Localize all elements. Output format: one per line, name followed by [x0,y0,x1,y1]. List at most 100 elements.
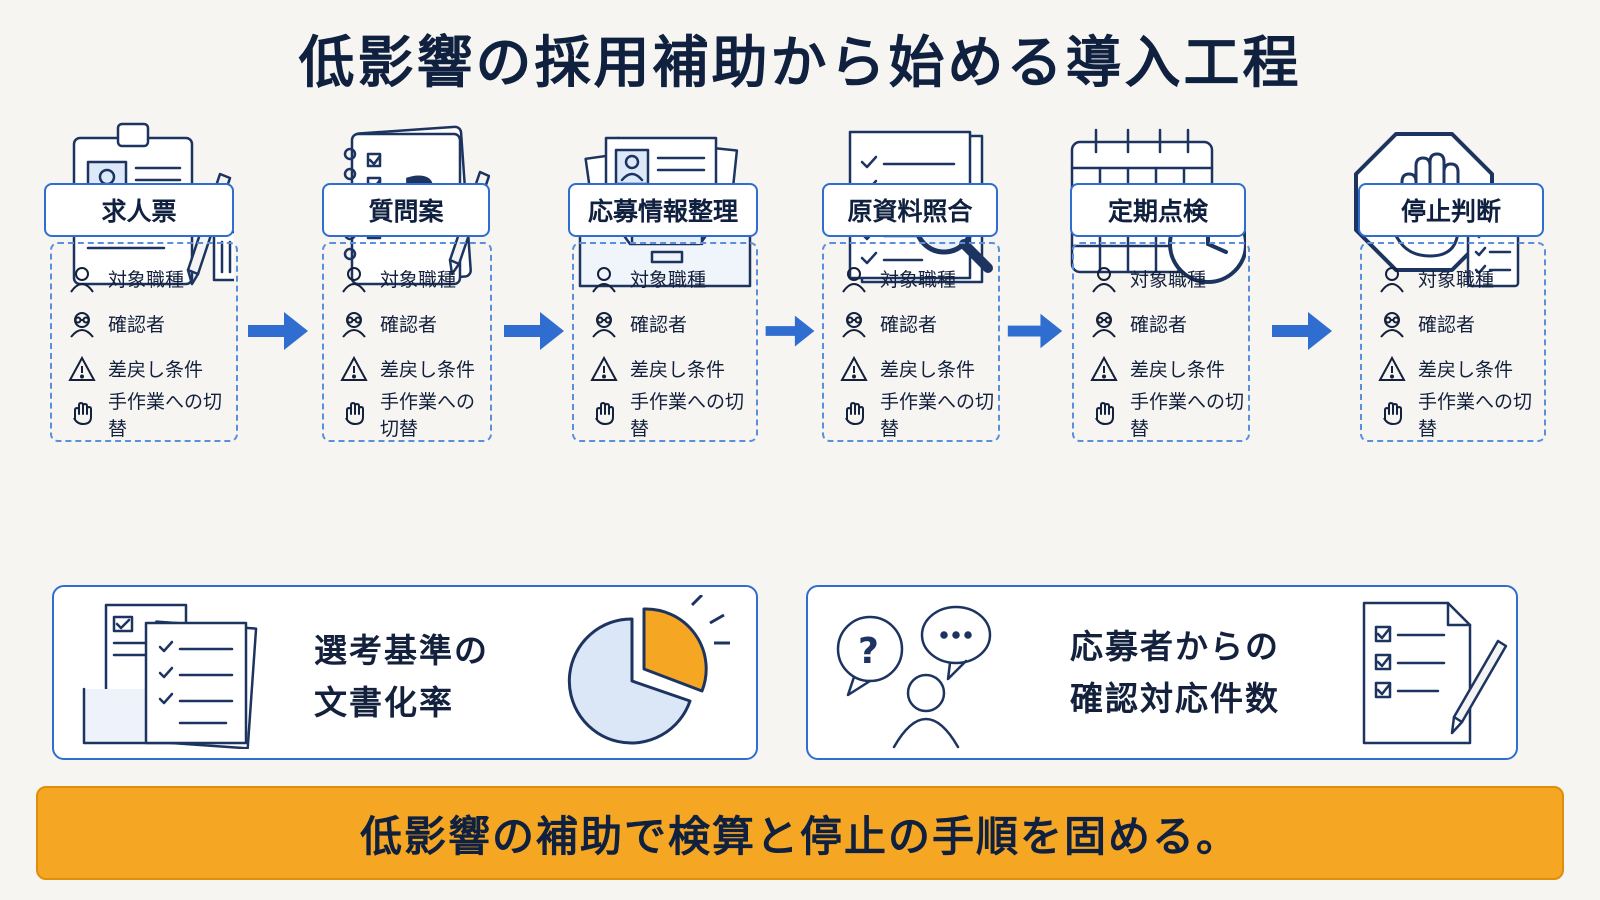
checklist-label: 手作業への切替 [880,390,995,440]
person-icon [1380,266,1404,293]
warning-icon [340,355,368,381]
checklist-3: 対象職種 確認者 差戻し条件 手作業への切替 [572,242,758,442]
checklist-label: 対象職種 [108,269,185,291]
warning-icon [68,355,96,381]
reviewer-icon [1380,311,1404,338]
checklist-item: 対象職種 [1090,256,1248,301]
checklist-label: 確認者 [880,314,938,336]
checklist-item: 対象職種 [68,256,236,301]
hand-icon [1383,401,1402,425]
pie-chart-icon [567,595,730,745]
checklist-item: 対象職種 [1378,256,1544,301]
metric-label-documentation-rate: 選考基準の 文書化率 [314,631,489,722]
step-label-4: 原資料照合 [822,183,998,237]
person-icon [592,266,616,293]
checklist-4: 対象職種 確認者 差戻し条件 手作業への切替 [822,242,1000,442]
checklist-label: 確認者 [1130,314,1188,336]
warning-icon [590,355,618,381]
checklist-item: 手作業への切替 [1378,391,1544,440]
checklist-6: 対象職種 確認者 差戻し条件 手作業への切替 [1360,242,1546,442]
checklist-label: 対象職種 [630,269,707,291]
checklist-item: 確認者 [68,301,236,346]
arrow-right-icon [1007,313,1063,349]
checklist-item: 差戻し条件 [1090,346,1248,391]
checklist-item: 手作業への切替 [590,391,756,440]
checklist-item: 手作業への切替 [340,391,490,440]
checklist-label: 差戻し条件 [880,359,976,381]
reviewer-icon [842,311,866,338]
checklist-item: 確認者 [840,301,998,346]
metric-card-documentation-rate: 選考基準の 文書化率 [52,585,758,760]
person-icon [1092,266,1116,293]
checklist-label: 差戻し条件 [108,359,204,381]
checklist-label: 差戻し条件 [1418,359,1514,381]
checklist-label: 対象職種 [1130,269,1207,291]
checklist-item: 確認者 [340,301,490,346]
hand-icon [845,401,864,425]
hand-icon [73,401,92,425]
checklist-5: 対象職種 確認者 差戻し条件 手作業への切替 [1072,242,1250,442]
checklist-item: 差戻し条件 [340,346,490,391]
checklist-label: 手作業への切替 [630,390,745,440]
reviewer-icon [342,311,366,338]
checklist-label: 確認者 [630,314,688,336]
step-label-6: 停止判断 [1358,183,1544,237]
hand-icon [1095,401,1114,425]
arrow-right-icon [248,312,308,350]
step-label-2: 質問案 [322,183,490,237]
document-stack-icon [82,603,258,749]
step-label-5: 定期点検 [1070,183,1246,237]
checklist-label: 対象職種 [380,269,457,291]
metric-label-inquiry-count: 応募者からの 確認対応件数 [1070,627,1280,718]
hand-icon [595,401,614,425]
checklist-item: 確認者 [1378,301,1544,346]
checklist-item: 確認者 [1090,301,1248,346]
checklist-item: 手作業への切替 [1090,391,1248,440]
reviewer-icon [70,311,94,338]
checklist-item: 差戻し条件 [590,346,756,391]
checklist-label: 確認者 [1418,314,1476,336]
checklist-label: 対象職種 [1418,269,1495,291]
checklist-item: 対象職種 [590,256,756,301]
checklist-label: 手作業への切替 [1130,390,1245,440]
warning-icon [840,355,868,381]
footer-banner: 低影響の補助で検算と停止の手順を固める。 [36,786,1564,880]
reviewer-icon [1092,311,1116,338]
checklist-label: 手作業への切替 [108,390,223,440]
inquiry-person-icon: ? [836,605,992,749]
warning-icon [1378,355,1406,381]
checklist-item: 手作業への切替 [840,391,998,440]
checklist-item: 差戻し条件 [68,346,236,391]
arrow-right-icon [504,312,564,350]
arrow-right-icon [1272,312,1332,350]
person-icon [342,266,366,293]
reviewer-icon [592,311,616,338]
checklist-label: 確認者 [108,314,166,336]
checklist-label: 差戻し条件 [1130,359,1226,381]
checklist-2: 対象職種 確認者 差戻し条件 手作業への切替 [322,242,492,442]
hand-icon [345,401,364,425]
checklist-item: 差戻し条件 [840,346,998,391]
metric-card-inquiry-count: ? 応募者からの 確認対応件数 [806,585,1518,760]
checklist-pen-icon [1362,601,1508,745]
checklist-item: 差戻し条件 [1378,346,1544,391]
step-label-1: 求人票 [44,183,234,237]
checklist-item: 確認者 [590,301,756,346]
warning-icon [1090,355,1118,381]
checklist-label: 手作業への切替 [1418,390,1533,440]
checklist-label: 手作業への切替 [380,390,476,440]
checklist-label: 差戻し条件 [380,359,476,381]
checklist-label: 対象職種 [880,269,957,291]
checklist-item: 手作業への切替 [68,391,236,440]
person-icon [70,266,94,293]
checklist-1: 対象職種 確認者 差戻し条件 手作業への切替 [50,242,238,442]
checklist-label: 差戻し条件 [630,359,726,381]
svg-text:?: ? [858,631,879,672]
person-icon [842,266,866,293]
page-title: 低影響の採用補助から始める導入工程 [298,31,1302,96]
arrow-right-icon [765,315,815,347]
checklist-item: 対象職種 [340,256,490,301]
checklist-item: 対象職種 [840,256,998,301]
checklist-label: 確認者 [380,314,438,336]
step-label-3: 応募情報整理 [568,183,758,237]
